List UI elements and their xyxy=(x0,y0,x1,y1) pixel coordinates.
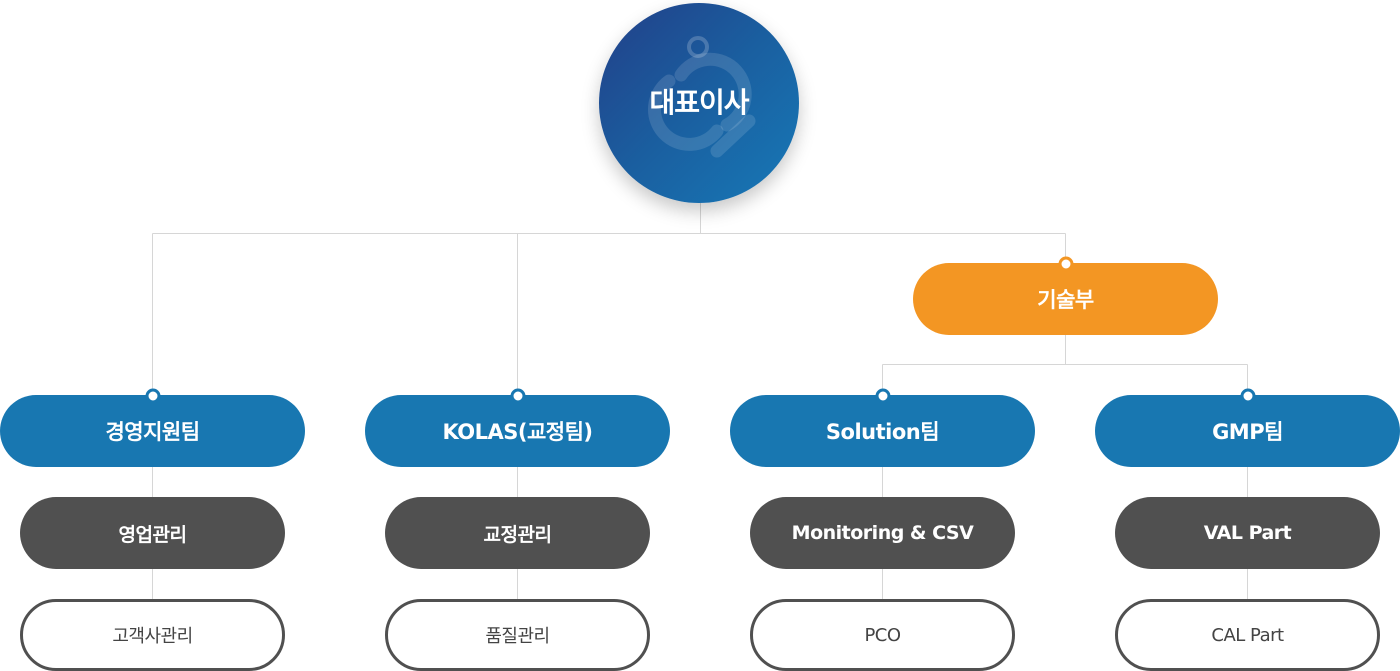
team-label: 경영지원팀 xyxy=(105,420,200,444)
team-label: KOLAS(교정팀) xyxy=(442,420,593,444)
department-label: 기술부 xyxy=(1037,288,1094,312)
ceo-label: 대표이사 xyxy=(649,86,749,119)
team-node: KOLAS(교정팀) xyxy=(365,395,670,467)
sub-node: 품질관리 xyxy=(385,599,650,671)
part-label: 교정관리 xyxy=(483,523,552,546)
sub-label: PCO xyxy=(864,624,901,646)
sub-node: CAL Part xyxy=(1115,599,1380,671)
team-connector-dot xyxy=(145,388,160,403)
team-label: Solution팀 xyxy=(825,420,940,444)
team-connector-dot xyxy=(1240,388,1255,403)
team-connector-dot xyxy=(875,388,890,403)
part-node: 영업관리 xyxy=(20,497,285,569)
team-connector-dot xyxy=(510,388,525,403)
part-node: 교정관리 xyxy=(385,497,650,569)
part-node: VAL Part xyxy=(1115,497,1380,569)
sub-label: CAL Part xyxy=(1211,624,1284,646)
department-technical: 기술부 xyxy=(913,263,1218,335)
team-label: GMP팀 xyxy=(1212,420,1283,444)
sub-label: 고객사관리 xyxy=(112,626,193,647)
sub-node: 고객사관리 xyxy=(20,599,285,671)
part-label: 영업관리 xyxy=(118,523,187,546)
part-label: Monitoring & CSV xyxy=(791,522,974,544)
department-connector-dot xyxy=(1058,256,1073,271)
ceo-node: 대표이사 xyxy=(599,3,799,203)
team-node: GMP팀 xyxy=(1095,395,1400,467)
part-label: VAL Part xyxy=(1203,522,1292,544)
sub-node: PCO xyxy=(750,599,1015,671)
company-logo-watermark-icon xyxy=(647,36,756,158)
team-node: Solution팀 xyxy=(730,395,1035,467)
part-node: Monitoring & CSV xyxy=(750,497,1015,569)
sub-label: 품질관리 xyxy=(485,626,550,647)
team-node: 경영지원팀 xyxy=(0,395,305,467)
